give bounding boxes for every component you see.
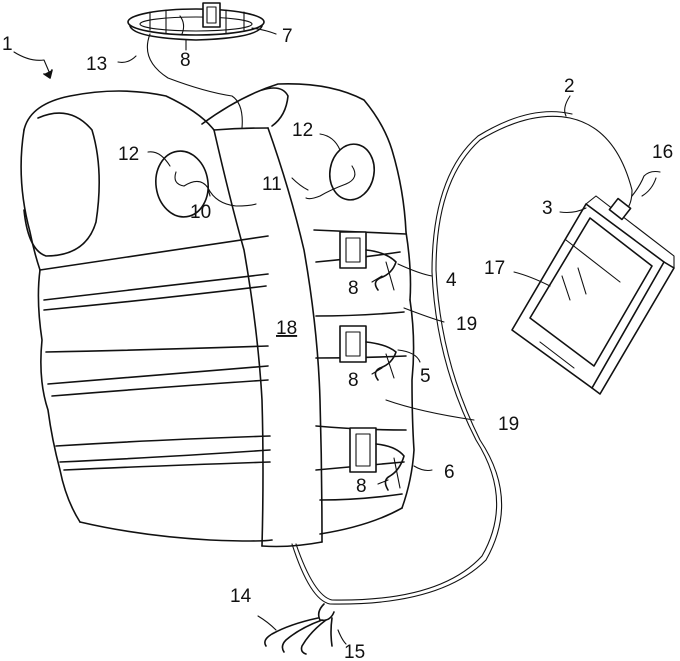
label-7: 7 <box>282 26 293 47</box>
label-17: 17 <box>484 258 505 279</box>
label-19-b: 19 <box>498 414 519 435</box>
reference-labels: 1 13 8 7 12 12 10 11 2 3 16 17 4 8 19 18… <box>2 26 673 661</box>
label-16: 16 <box>652 142 673 163</box>
label-19-a: 19 <box>456 314 477 335</box>
label-14: 14 <box>230 586 252 607</box>
label-13: 13 <box>86 54 107 75</box>
controller-unit <box>512 172 674 395</box>
label-18: 18 <box>276 318 297 339</box>
label-8-headband: 8 <box>180 50 191 71</box>
headband <box>128 3 264 40</box>
label-6: 6 <box>444 462 455 483</box>
label-5: 5 <box>420 366 431 387</box>
label-1: 1 <box>2 34 13 55</box>
head-cable <box>147 34 242 128</box>
label-12-right: 12 <box>292 120 313 141</box>
label-15: 15 <box>344 642 365 661</box>
label-4: 4 <box>446 270 457 291</box>
label-12-left: 12 <box>118 144 139 165</box>
label-8-a: 8 <box>348 278 359 299</box>
label-8-b: 8 <box>348 370 359 391</box>
label-10: 10 <box>190 202 211 223</box>
label-3: 3 <box>542 198 553 219</box>
label-8-c: 8 <box>356 476 367 497</box>
label-11: 11 <box>262 174 282 195</box>
leader-lines <box>14 28 656 644</box>
label-2: 2 <box>564 76 575 97</box>
